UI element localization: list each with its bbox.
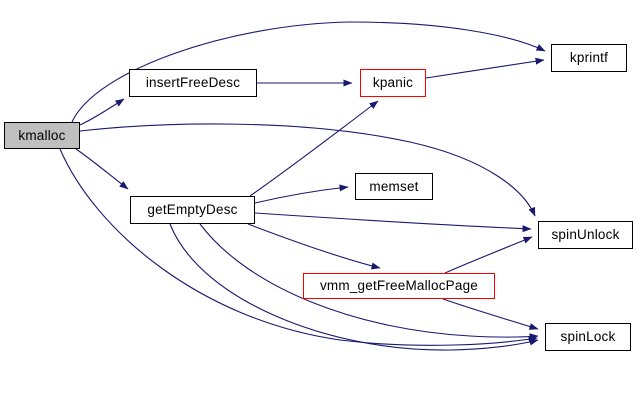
graph-node-vmm_getFreeMallocPage[interactable]: vmm_getFreeMallocPage (303, 273, 495, 299)
graph-node-kmalloc[interactable]: kmalloc (4, 122, 80, 149)
call-edge-vmm_getFreeMallocPage-to-spinUnlock (444, 236, 533, 274)
call-edge-vmm_getFreeMallocPage-to-spinLock (442, 298, 539, 330)
graph-node-spinUnlock[interactable]: spinUnlock (538, 221, 633, 249)
graph-node-kpanic[interactable]: kpanic (360, 69, 426, 97)
call-edge-kmalloc-to-spinUnlock (79, 123, 536, 217)
call-edge-getEmptyDesc-to-spinUnlock (254, 212, 532, 233)
call-edge-kmalloc-to-kprintf (71, 21, 546, 123)
graph-node-label: spinUnlock (551, 227, 620, 243)
graph-node-label: memset (369, 178, 419, 194)
graph-node-kprintf[interactable]: kprintf (551, 44, 627, 72)
graph-node-memset[interactable]: memset (355, 173, 433, 200)
call-edge-kmalloc-to-spinLock (59, 148, 538, 346)
graph-node-label: kpanic (372, 75, 414, 91)
call-edge-kmalloc-to-getEmptyDesc (75, 148, 129, 190)
graph-node-spinLock[interactable]: spinLock (545, 323, 631, 351)
call-edge-getEmptyDesc-to-kpanic (249, 100, 379, 197)
call-edge-getEmptyDesc-to-spinLock (199, 223, 539, 341)
call-edge-kpanic-to-kprintf (425, 57, 545, 79)
graph-node-label: vmm_getFreeMallocPage (319, 278, 478, 294)
graph-node-label: spinLock (560, 329, 616, 345)
graph-node-label: getEmptyDesc (147, 202, 238, 218)
call-edge-getEmptyDesc-to-spinLock (169, 223, 539, 351)
call-edge-getEmptyDesc-to-vmm_getFreeMallocPage (247, 223, 381, 270)
graph-node-label: kprintf (569, 50, 609, 66)
graph-node-insertFreeDesc[interactable]: insertFreeDesc (129, 69, 257, 97)
graph-node-label: kmalloc (18, 127, 66, 143)
call-edge-getEmptyDesc-to-memset (254, 184, 349, 204)
call-edge-kmalloc-to-insertFreeDesc (79, 98, 125, 126)
graph-node-label: insertFreeDesc (145, 75, 241, 91)
graph-node-getEmptyDesc[interactable]: getEmptyDesc (130, 196, 255, 224)
